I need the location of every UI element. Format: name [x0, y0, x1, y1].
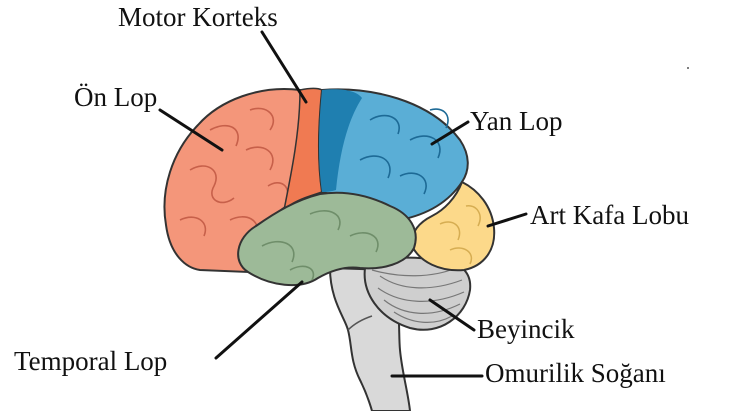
parietal-lobe-label: Yan Lop: [470, 108, 563, 135]
occipital-lobe-label: Art Kafa Lobu: [530, 202, 689, 229]
frontal-lobe-label: Ön Lop: [74, 84, 157, 111]
motor-cortex-label: Motor Korteks: [118, 4, 278, 31]
temporal-lobe-label: Temporal Lop: [14, 348, 167, 375]
cerebellum-label: Beyincik: [477, 316, 574, 343]
medulla-label: Omurilik Soğanı: [485, 360, 666, 387]
